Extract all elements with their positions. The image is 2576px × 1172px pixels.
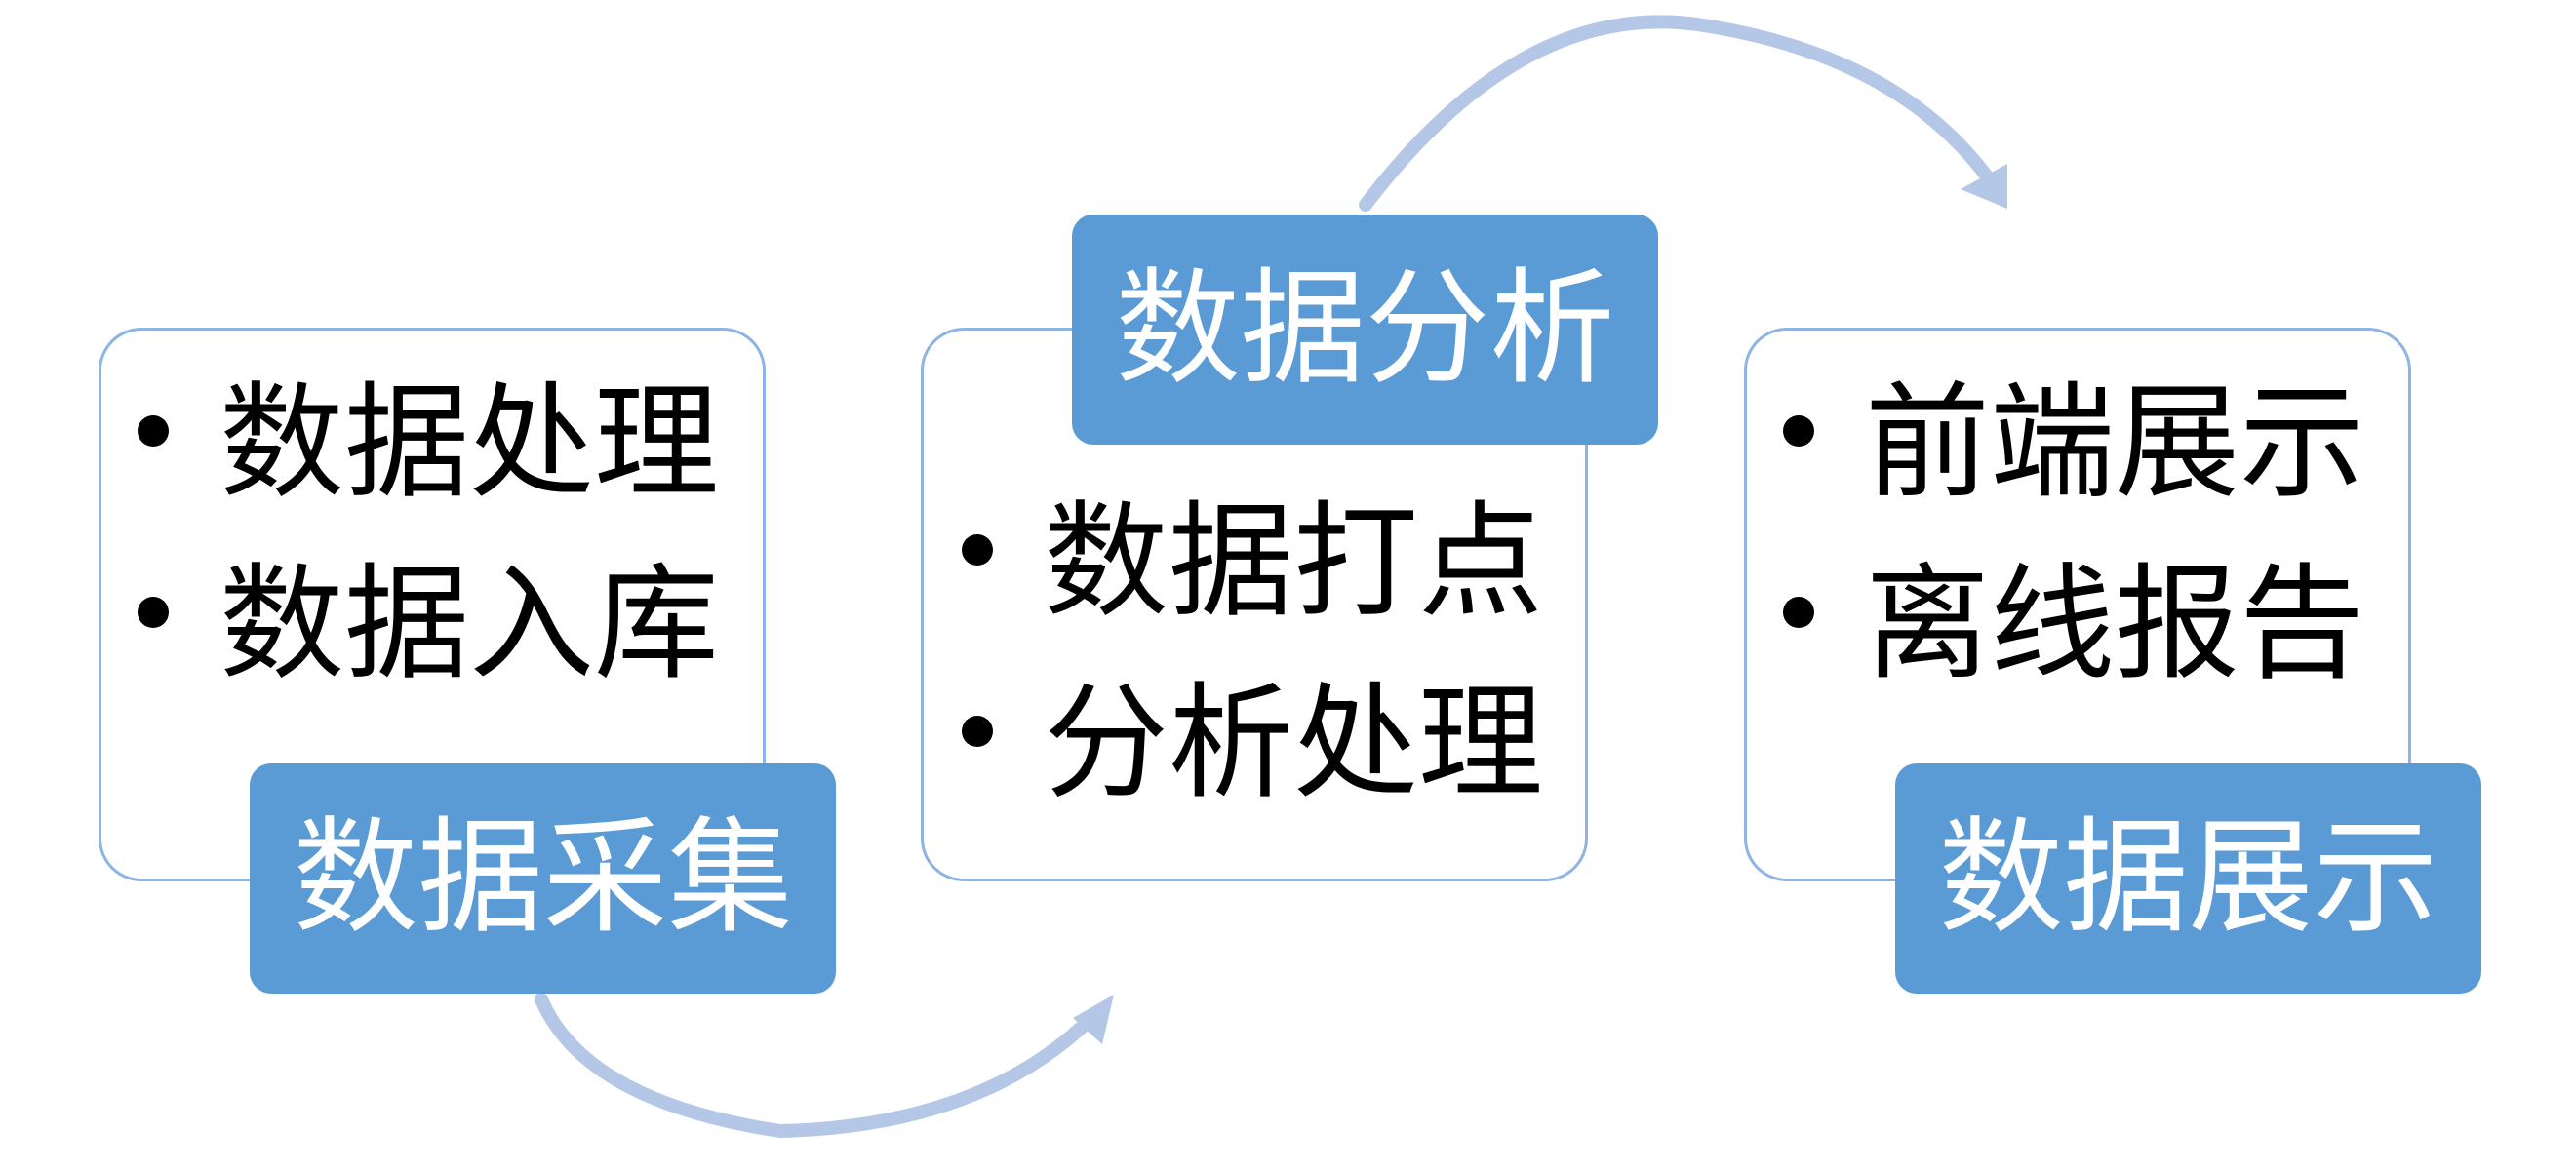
- arrowhead-collect-to-analyze: [1073, 995, 1114, 1044]
- list-item: 数据处理: [138, 340, 719, 522]
- stage-collect-items: 数据处理 数据入库: [138, 340, 719, 703]
- list-item: 数据打点: [962, 459, 1543, 641]
- list-item: 数据入库: [138, 522, 719, 703]
- list-item: 前端展示: [1783, 340, 2364, 522]
- list-item-label: 数据打点: [1044, 488, 1544, 635]
- stage-analyze-items: 数据打点 分析处理: [962, 459, 1543, 822]
- list-item: 离线报告: [1783, 522, 2364, 703]
- arrow-collect-to-analyze: [535, 993, 1097, 1139]
- bullet-icon: [962, 716, 993, 747]
- list-item-label: 数据入库: [219, 551, 720, 697]
- list-item-label: 前端展示: [1865, 370, 2365, 516]
- bullet-icon: [138, 415, 169, 447]
- arrowhead-analyze-to-display: [1961, 164, 2007, 209]
- list-item: 分析处理: [962, 641, 1543, 822]
- bullet-icon: [1783, 415, 1814, 447]
- stage-display-items: 前端展示 离线报告: [1783, 340, 2364, 703]
- list-item-label: 数据处理: [219, 370, 720, 516]
- list-item-label: 离线报告: [1865, 551, 2365, 697]
- stage-collect-title: 数据采集: [250, 763, 836, 994]
- stage-analyze-title: 数据分析: [1072, 215, 1658, 445]
- bullet-icon: [962, 534, 993, 566]
- bullet-icon: [138, 597, 169, 628]
- bullet-icon: [1783, 597, 1814, 628]
- arrow-analyze-to-display: [1359, 15, 1997, 212]
- stage-display-title: 数据展示: [1895, 763, 2481, 994]
- list-item-label: 分析处理: [1044, 670, 1544, 816]
